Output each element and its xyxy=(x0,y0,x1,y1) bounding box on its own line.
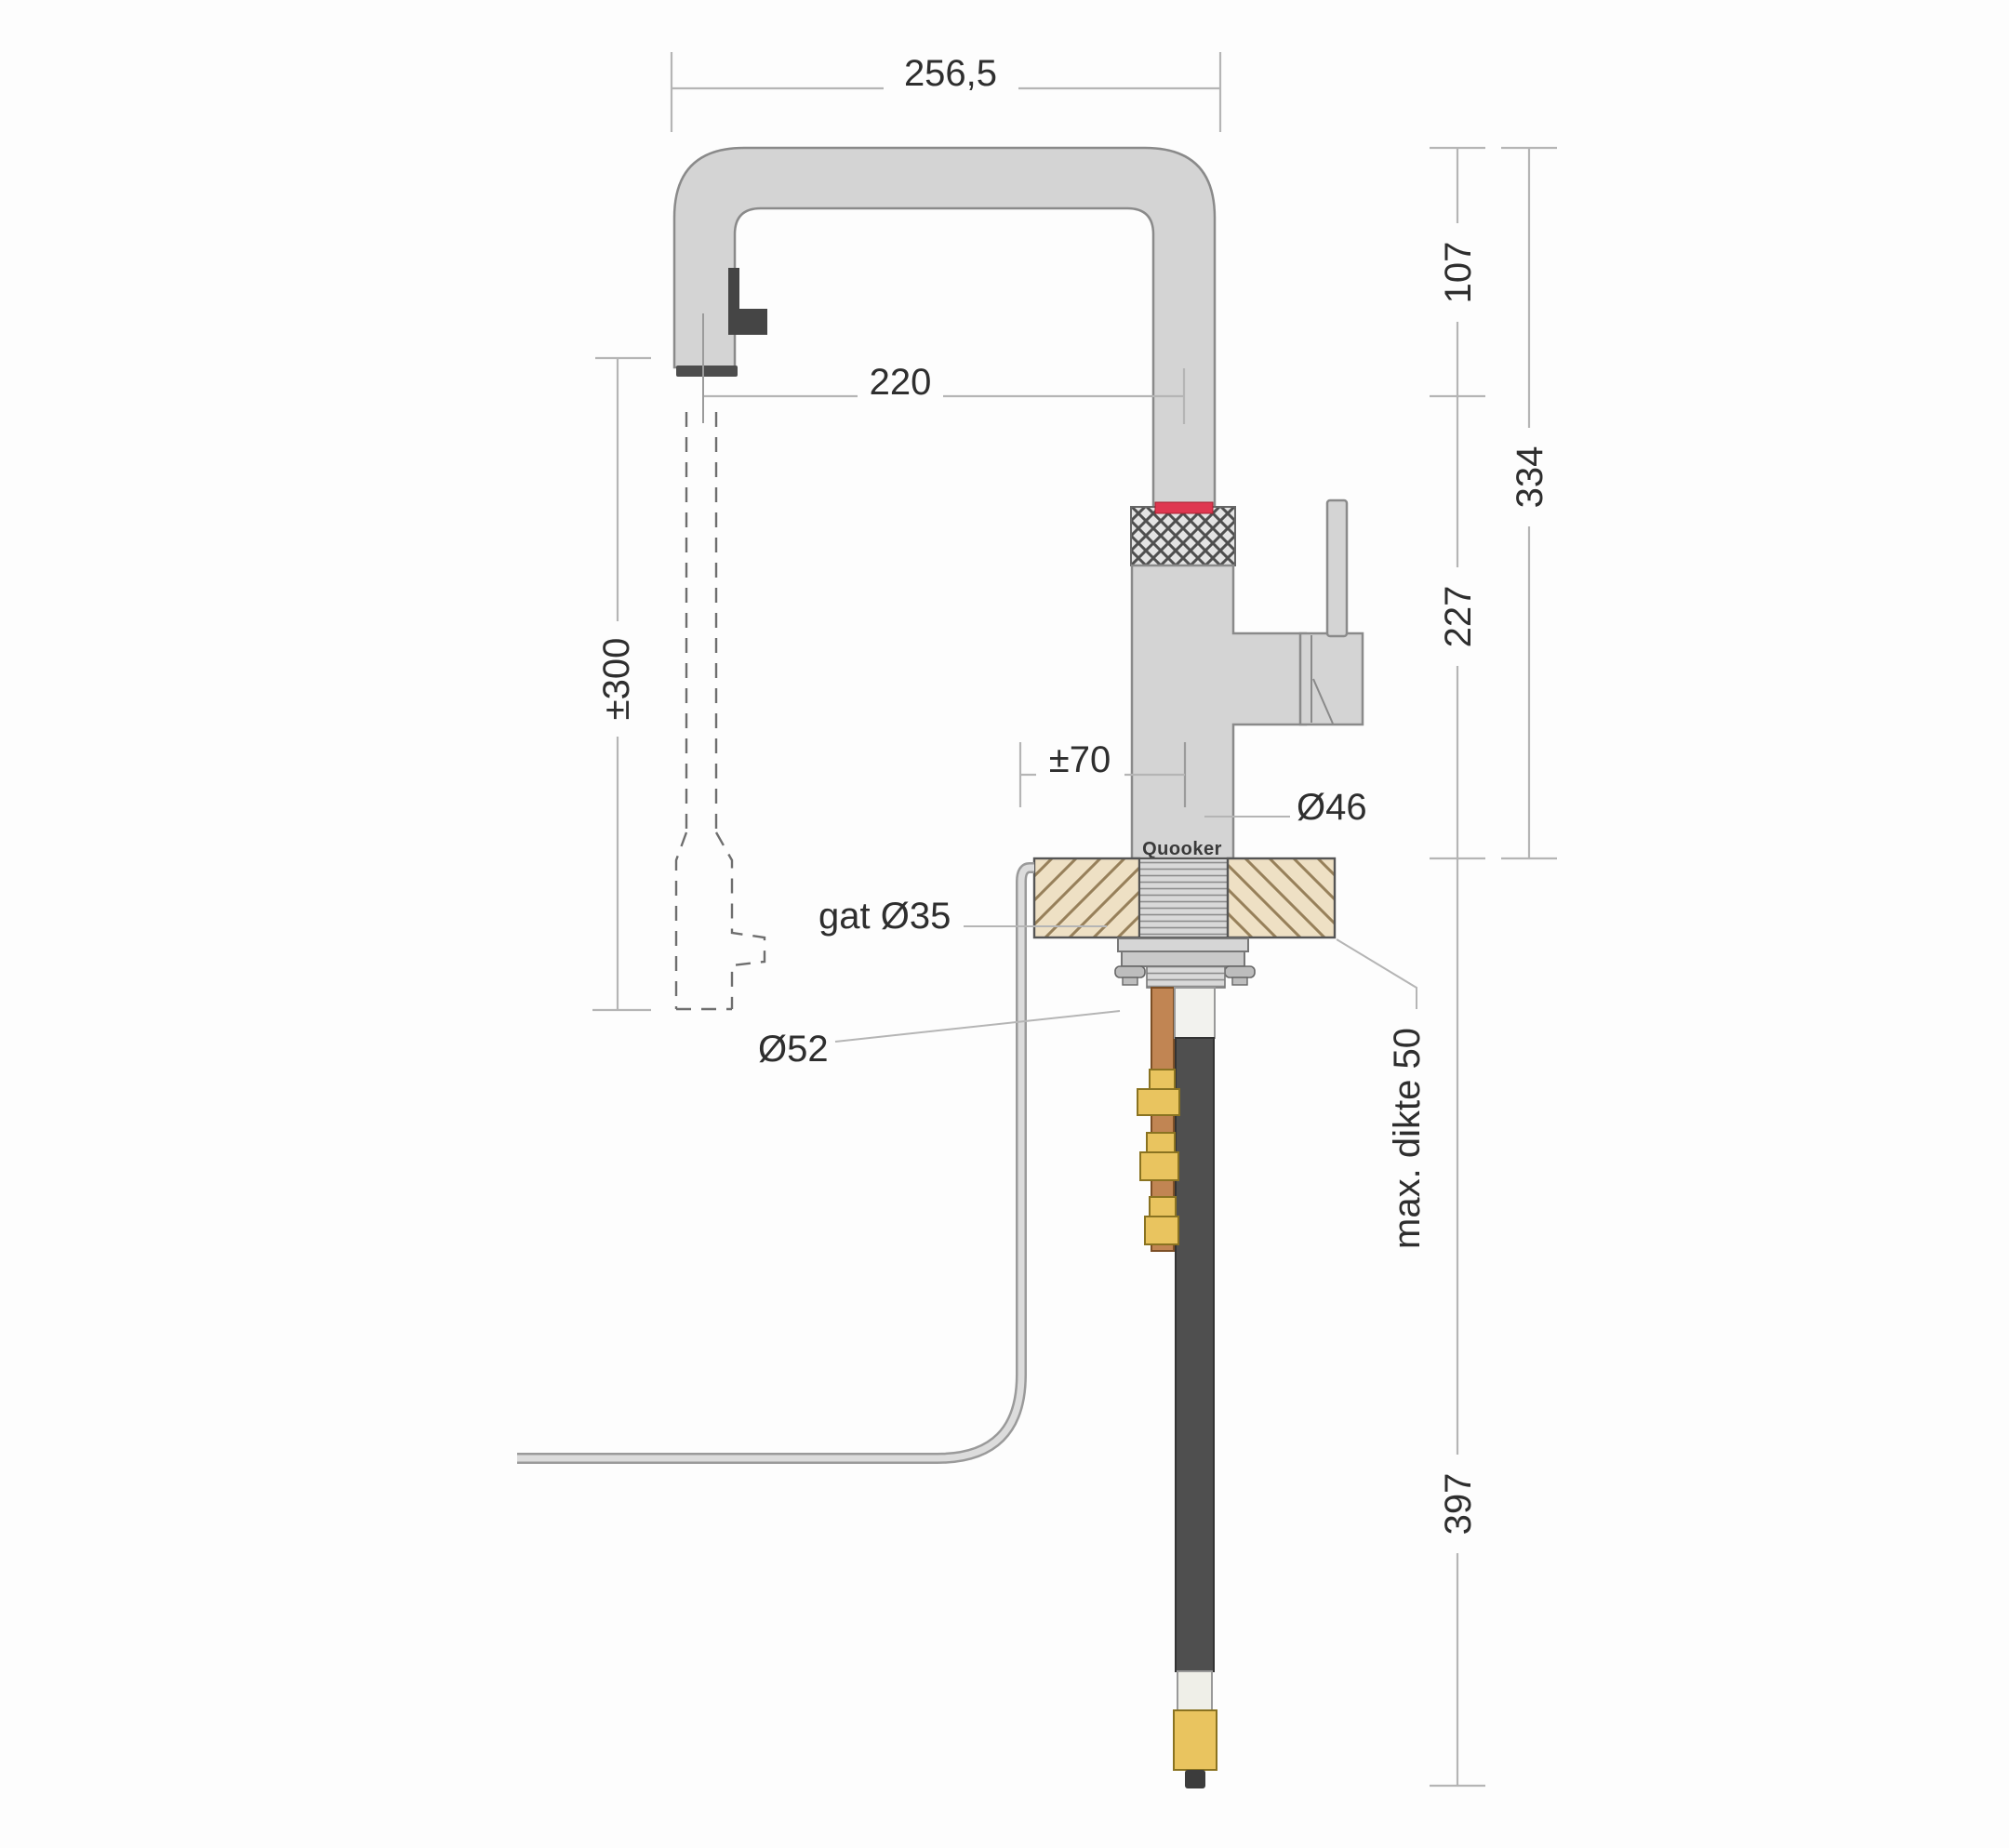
dashed-water-stream xyxy=(685,412,718,832)
faucet-spout-arc xyxy=(672,146,1217,511)
white-pipe xyxy=(1174,987,1216,1039)
label-max-thickness: max. dikte 50 xyxy=(1336,938,1428,1249)
dim-top-width-label: 256,5 xyxy=(904,53,997,94)
dim-spout-reach: 220 xyxy=(704,362,1186,424)
label-flange-diameter: Ø52 xyxy=(758,1010,1121,1070)
dashed-pullout-head xyxy=(674,831,766,1011)
dim-hose-extension-label: ±300 xyxy=(596,638,637,721)
pullout-hose-loop xyxy=(517,862,1034,1464)
pullout-clip xyxy=(728,268,767,335)
brass-fittings xyxy=(1137,1069,1180,1245)
mounting-flange xyxy=(1114,937,1256,989)
dim-side-play: ±70 xyxy=(1018,738,1187,807)
label-hole-diameter-text: gat Ø35 xyxy=(818,896,951,937)
dim-right-outer: 334 xyxy=(1501,146,1557,860)
countertop-section xyxy=(1032,857,1337,939)
flange-screw-right xyxy=(1224,965,1256,978)
red-indicator-ring xyxy=(1154,501,1214,514)
dim-height-upper-label: 107 xyxy=(1438,242,1479,304)
label-body-diameter: Ø46 xyxy=(1204,787,1367,828)
handle-lever xyxy=(1325,499,1349,638)
dim-height-total-label: 334 xyxy=(1510,446,1550,509)
handle xyxy=(1298,499,1364,726)
dim-below-counter-label: 397 xyxy=(1438,1473,1479,1536)
flange-screw-left xyxy=(1114,965,1146,978)
knurled-collar xyxy=(1130,506,1236,566)
label-flange-diameter-text: Ø52 xyxy=(758,1029,829,1070)
countertop-left xyxy=(1032,857,1141,939)
label-max-thickness-text: max. dikte 50 xyxy=(1387,1028,1428,1249)
dim-hose-extension: ±300 xyxy=(592,356,651,1012)
label-hole-diameter: gat Ø35 xyxy=(818,896,1107,937)
hose-end-connector xyxy=(1173,1670,1217,1788)
tap-hole-thread xyxy=(1138,858,1229,938)
threaded-shank xyxy=(1146,965,1226,989)
brand-logo: Quooker xyxy=(1142,839,1222,859)
dim-top-width: 256,5 xyxy=(670,45,1222,132)
dim-height-body-label: 227 xyxy=(1438,586,1479,648)
flexible-hose-dark xyxy=(1175,1037,1215,1672)
dim-spout-reach-label: 220 xyxy=(870,362,932,403)
dim-side-play-label: ±70 xyxy=(1049,739,1111,780)
label-body-diameter-text: Ø46 xyxy=(1297,787,1367,828)
dim-right-inner: 107 227 397 xyxy=(1430,146,1485,1788)
spout-tip xyxy=(676,366,738,377)
countertop-right xyxy=(1226,857,1337,939)
